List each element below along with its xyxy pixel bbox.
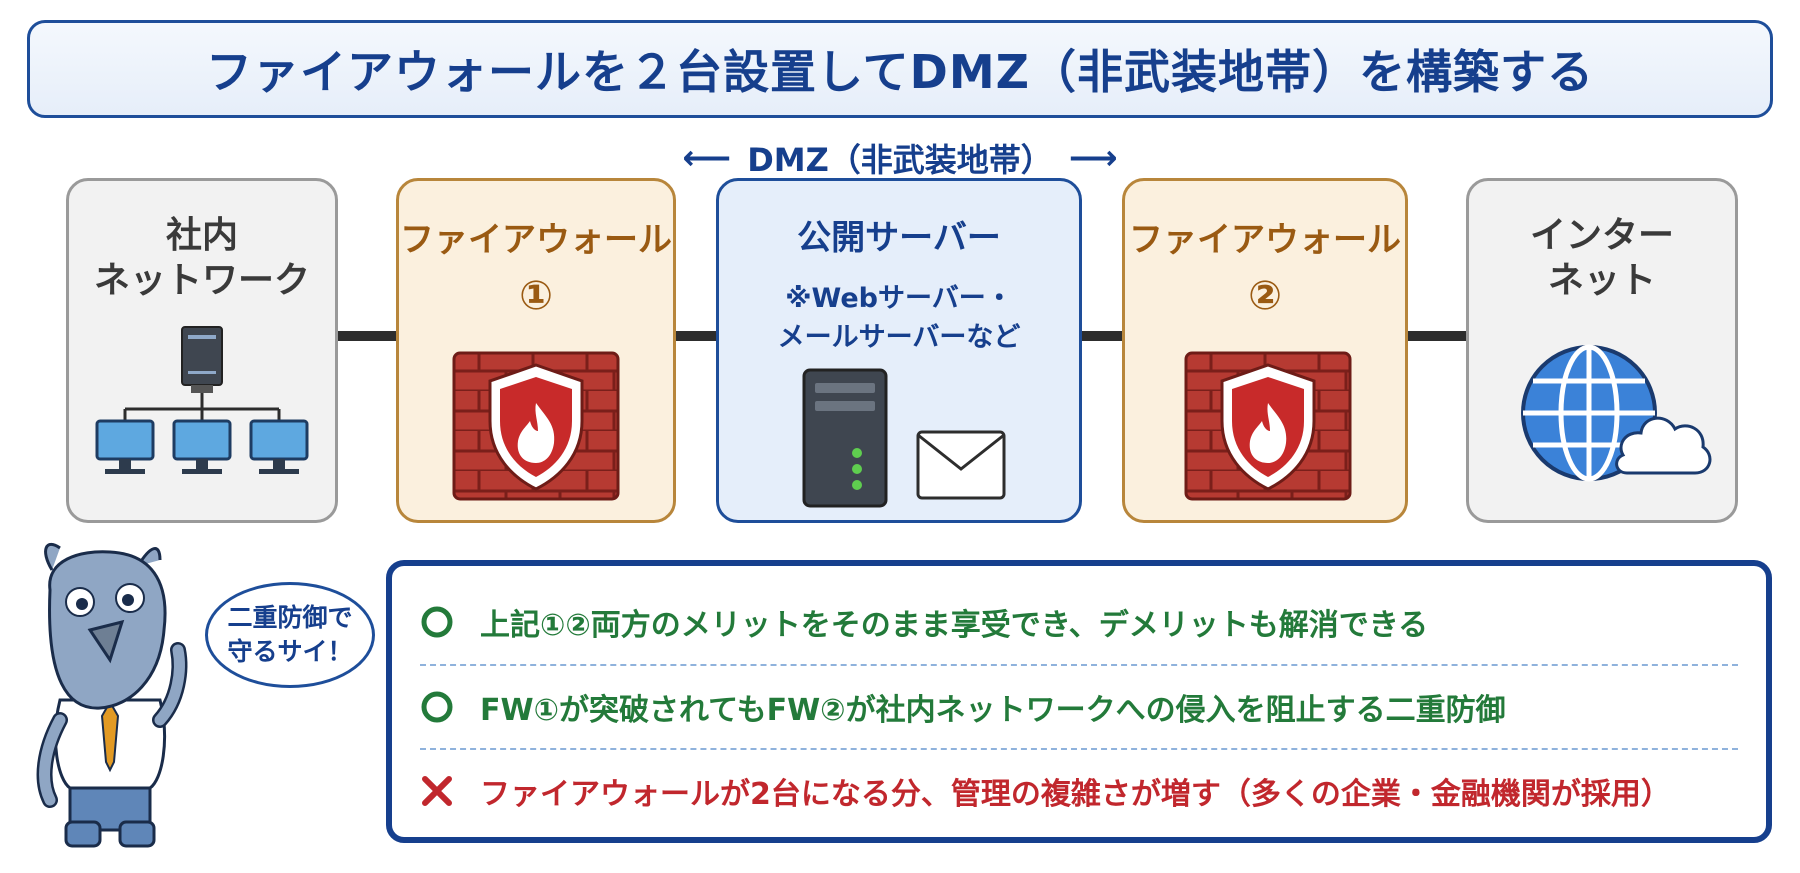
firewall1-number: ① <box>519 273 553 319</box>
connector-line-4 <box>1408 331 1466 341</box>
internet-line2: ネット <box>1547 260 1656 301</box>
point-text-1: 上記①②両方のメリットをそのまま享受でき、デメリットも解消できる <box>480 608 1429 643</box>
server-icon <box>802 368 888 508</box>
left-arrow-icon: ⟵ <box>682 138 732 178</box>
firewall2-number: ② <box>1248 273 1282 319</box>
page-title: ファイアウォールを２台設置してDMZ（非武装地帯）を構築する <box>206 45 1594 99</box>
internal-network-line1: 社内 <box>165 215 238 256</box>
node-internal-network: 社内 ネットワーク <box>66 178 338 523</box>
connector-line-2 <box>676 331 716 341</box>
summary-box: 上記①②両方のメリットをそのまま享受でき、デメリットも解消できる FW①が突破さ… <box>386 560 1772 843</box>
point-text-3: ファイアウォールが2台になる分、管理の複雑さが増す（多くの企業・金融機関が採用） <box>480 777 1671 812</box>
firewall-shield-icon <box>1184 351 1352 501</box>
list-item: ファイアウォールが2台になる分、管理の複雑さが増す（多くの企業・金融機関が採用） <box>420 748 1738 832</box>
cross-icon <box>420 774 480 808</box>
internal-network-line2: ネットワーク <box>93 260 310 301</box>
public-server-sub2: メールサーバーなど <box>777 322 1021 354</box>
node-firewall-2: ファイアウォール ② <box>1122 178 1408 523</box>
public-server-sub1: ※Webサーバー・ <box>785 283 1013 314</box>
speech-bubble-text: 二重防御で 守るサイ！ <box>227 603 353 666</box>
circle-icon <box>420 605 480 639</box>
public-server-subtitle: ※Webサーバー・ メールサーバーなど <box>719 279 1079 357</box>
node-internet: インター ネット <box>1466 178 1738 523</box>
circle-icon <box>420 690 480 724</box>
rhino-mascot-icon <box>36 542 188 848</box>
internet-line1: インター <box>1529 215 1674 256</box>
firewall2-title: ファイアウォール <box>1129 220 1401 260</box>
node-firewall-1: ファイアウォール ① <box>396 178 676 523</box>
firewall-shield-icon <box>452 351 620 501</box>
dmz-label-text: DMZ（非武装地帯） <box>747 141 1053 179</box>
office-network-icon <box>95 326 309 474</box>
right-arrow-icon: ⟶ <box>1068 138 1118 178</box>
list-item: 上記①②両方のメリットをそのまま享受でき、デメリットも解消できる <box>420 580 1738 664</box>
globe-cloud-icon <box>1521 344 1712 482</box>
list-item: FW①が突破されてもFW②が社内ネットワークへの侵入を阻止する二重防御 <box>420 664 1738 748</box>
firewall1-title: ファイアウォール <box>400 220 672 260</box>
title-banner: ファイアウォールを２台設置してDMZ（非武装地帯）を構築する <box>27 20 1773 118</box>
connector-line-3 <box>1082 331 1122 341</box>
mail-envelope-icon <box>916 430 1006 500</box>
connector-line-1 <box>338 331 396 341</box>
node-public-server: 公開サーバー ※Webサーバー・ メールサーバーなど <box>716 178 1082 523</box>
speech-bubble: 二重防御で 守るサイ！ <box>205 582 375 688</box>
point-text-2: FW①が突破されてもFW②が社内ネットワークへの侵入を阻止する二重防御 <box>480 693 1506 728</box>
dmz-range-label: ⟵ DMZ（非武装地帯） ⟶ <box>640 135 1160 181</box>
public-server-title: 公開サーバー <box>797 218 1001 258</box>
